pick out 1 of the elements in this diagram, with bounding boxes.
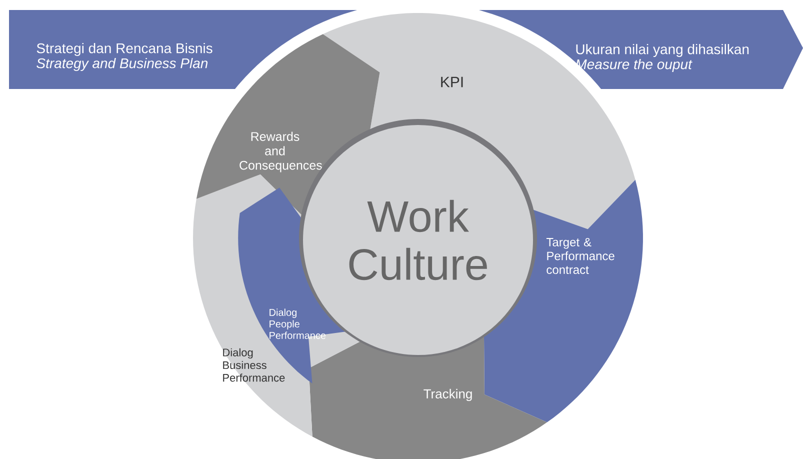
- node-label: KPI: [441, 76, 463, 88]
